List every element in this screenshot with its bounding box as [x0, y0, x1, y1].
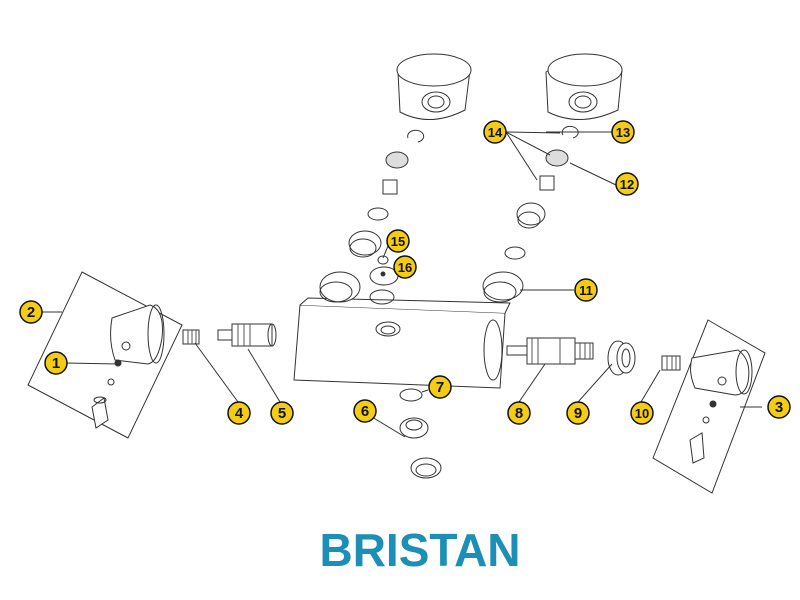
callout-badge	[393, 255, 417, 279]
bristan-logo: BRISTAN	[319, 524, 521, 576]
callout-label: 16	[398, 260, 412, 275]
callout-badge	[386, 229, 410, 253]
callout-7: 7	[428, 375, 452, 399]
callout-label: 1	[52, 355, 60, 372]
callout-label: 3	[775, 399, 783, 416]
callout-badge	[767, 395, 791, 419]
callout-badge	[227, 401, 251, 425]
callout-badge	[630, 401, 654, 425]
callout-10: 10	[630, 401, 654, 425]
callouts: 1 2 3 4 5 6 7 8 9 10 11 12 13 14 15 16	[19, 120, 791, 425]
callout-label: 12	[620, 177, 634, 192]
callout-badge	[611, 120, 635, 144]
callout-badge	[507, 401, 531, 425]
spline-adapter-left	[182, 329, 200, 345]
callout-badge	[270, 401, 294, 425]
callout-badge	[353, 399, 377, 423]
callout-1: 1	[44, 351, 68, 375]
valve-body	[293, 297, 511, 389]
callout-5: 5	[270, 401, 294, 425]
callout-2: 2	[19, 300, 43, 324]
left-handle-assembly	[27, 271, 183, 439]
callout-badge	[615, 172, 639, 196]
thermostatic-cartridge	[506, 337, 594, 365]
callout-label: 9	[574, 405, 582, 422]
leader-lines	[42, 131, 762, 438]
callout-label: 13	[616, 125, 630, 140]
callout-9: 9	[566, 401, 590, 425]
callout-12: 12	[615, 172, 639, 196]
callout-label: 14	[488, 125, 503, 140]
right-handle-assembly	[652, 319, 766, 494]
callout-6: 6	[353, 399, 377, 423]
callout-3: 3	[767, 395, 791, 419]
callout-badge	[19, 300, 43, 324]
callout-4: 4	[227, 401, 251, 425]
callout-11: 11	[574, 278, 598, 302]
callout-badge	[483, 120, 507, 144]
callout-8: 8	[507, 401, 531, 425]
callout-label: 10	[635, 406, 649, 421]
right-outlet-stack	[482, 53, 623, 303]
callout-label: 7	[436, 379, 444, 396]
left-outlet-stack	[319, 53, 472, 305]
callout-label: 11	[579, 283, 593, 298]
flow-cartridge	[217, 323, 277, 347]
callout-badge	[566, 401, 590, 425]
stop-ring	[607, 340, 636, 376]
spline-adapter-right	[661, 355, 681, 371]
callout-label: 4	[235, 405, 244, 422]
bottom-plug-stack	[399, 388, 442, 479]
callout-label: 8	[515, 405, 523, 422]
callout-label: 2	[27, 304, 35, 321]
callout-16: 16	[393, 255, 417, 279]
callout-badge	[44, 351, 68, 375]
callout-13: 13	[611, 120, 635, 144]
callout-badge	[574, 278, 598, 302]
callout-15: 15	[386, 229, 410, 253]
callout-label: 5	[278, 405, 286, 422]
callout-label: 15	[391, 234, 405, 249]
callout-label: 6	[361, 403, 369, 420]
callout-badge	[428, 375, 452, 399]
callout-14: 14	[483, 120, 507, 144]
